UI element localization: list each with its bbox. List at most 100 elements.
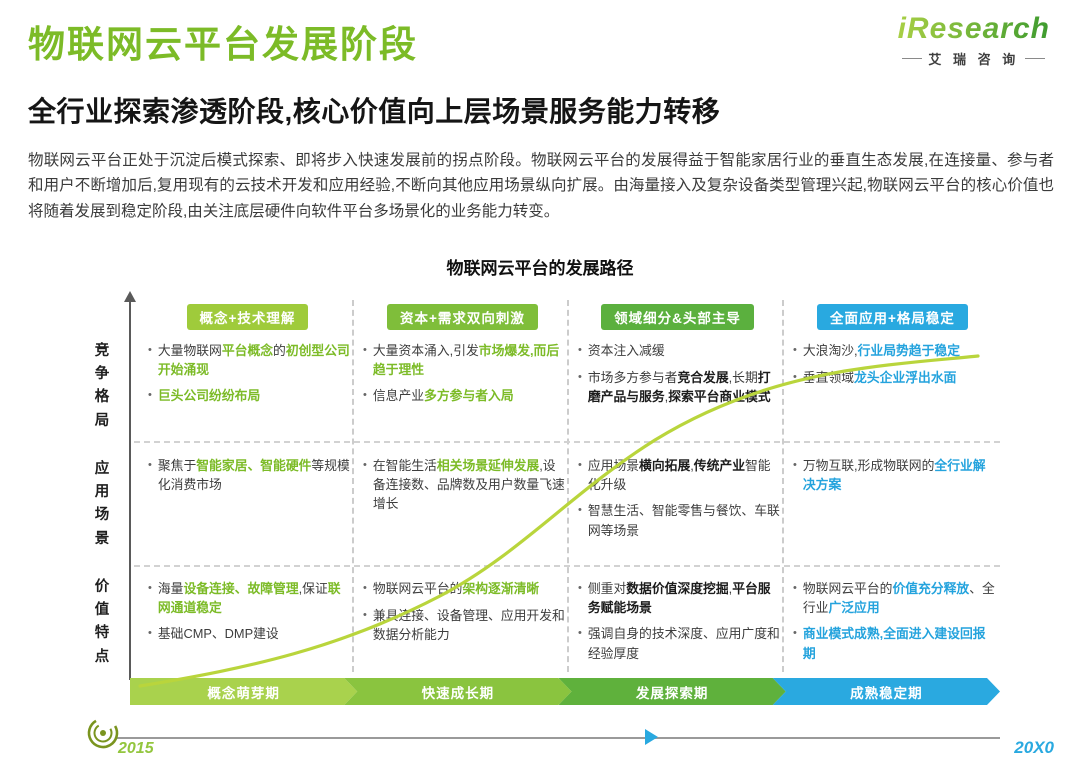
bullet-text: 侧重对数据价值深度挖掘,平台服务赋能场景 (587, 581, 771, 616)
stage-arrow-3: 发展探索期 (559, 678, 786, 705)
bullet-icon: • (363, 389, 367, 402)
row-label-value: 价值特点 (94, 579, 110, 665)
cell-stage4-scenarios: •万物互联,形成物联网的全行业解决方案 (793, 456, 995, 501)
bullet-item: • 大量资本涌入,引发市场爆发,而后趋于理性 (363, 341, 565, 379)
bullet-icon: • (578, 627, 582, 640)
bullet-icon: • (148, 344, 152, 356)
intro-paragraph: 物联网云平台正处于沉淀后模式探索、即将步入快速发展前的拐点阶段。物联网云平台的发… (28, 152, 1054, 220)
cell-stage3-competition: • 资本注入减缓 •市场多方参与者竞合发展,长期打磨产品与服务,探索平台商业模式 (578, 341, 780, 413)
bullet-text: 海量设备连接、故障管理,保证联网通道稳定 (157, 581, 341, 616)
bullet-text: 巨头公司纷纷布局 (157, 388, 261, 404)
diagram-title: 物联网云平台的发展路径 (446, 259, 634, 278)
bullet-text: 兼具连接、设备管理、应用开发和数据分析能力 (372, 607, 565, 642)
bullet-item: • 大量物联网平台概念的初创型公司开始涌现 (148, 341, 350, 379)
bullet-item: •市场多方参与者竞合发展,长期打磨产品与服务,探索平台商业模式 (578, 368, 780, 406)
bullet-item: • 应用场景横向拓展,传统产业智能化升级 (578, 456, 780, 494)
column-header-stage2: 资本+需求双向刺激 (355, 304, 570, 330)
iresearch-logo-text: iResearch (897, 12, 1050, 45)
bullet-item: • 兼具连接、设备管理、应用开发和数据分析能力 (363, 606, 565, 644)
bullet-text: 物联网云平台的价值充分释放、全行业广泛应用 (802, 581, 995, 616)
bullet-item: • 智慧生活、智能零售与餐饮、车联网等场景 (578, 501, 780, 539)
timeline-line (116, 737, 1000, 739)
bullet-item: • 资本注入减缓 (578, 341, 780, 361)
value-axis-line (129, 302, 131, 680)
bullet-item: • 大浪淘沙,行业局势趋于稳定 (793, 341, 995, 361)
bullet-item: • 巨头公司纷纷布局 (148, 386, 350, 406)
row-label-competition: 竞争格局 (94, 343, 110, 429)
cell-stage1-scenarios: • 聚焦于智能家居、智能硬件等规模化消费市场 (148, 456, 350, 501)
row-divider (134, 441, 1000, 443)
bullet-icon: • (363, 608, 367, 621)
bullet-text: 大量资本涌入,引发市场爆发,而后趋于理性 (372, 343, 560, 378)
bullet-text: 信息产业多方参与者入局 (372, 388, 514, 404)
bullet-item: • 基础CMP、DMP建设 (148, 624, 350, 644)
stage-arrow-1: 概念萌芽期 (130, 678, 357, 705)
play-arrow-icon (645, 729, 658, 745)
stage-arrow-2: 快速成长期 (344, 678, 571, 705)
cell-stage4-value: • 物联网云平台的价值充分释放、全行业广泛应用 • 商业模式成熟,全面进入建设回报期 (793, 579, 995, 670)
bullet-icon: • (578, 582, 582, 594)
timeline-year-end: 20X0 (1014, 738, 1054, 757)
column-header-badge: 领域细分&头部主导 (601, 304, 754, 330)
column-divider (567, 300, 569, 672)
bullet-icon: • (578, 459, 582, 471)
bullet-icon: • (363, 344, 367, 356)
iresearch-logo-subtitle-row: 艾 瑞 咨 询 (898, 49, 1050, 68)
bullet-text: 垂直领域龙头企业浮出水面 (802, 369, 957, 385)
column-header-badge: 概念+技术理解 (186, 304, 309, 330)
bullet-text: 大量物联网平台概念的初创型公司开始涌现 (157, 343, 350, 378)
row-label-scenarios: 应用场景 (94, 461, 110, 547)
row-divider (134, 565, 1000, 567)
cell-stage1-competition: • 大量物联网平台概念的初创型公司开始涌现 • 巨头公司纷纷布局 (148, 341, 350, 413)
bullet-text: 基础CMP、DMP建设 (157, 626, 279, 642)
cell-stage3-value: • 侧重对数据价值深度挖掘,平台服务赋能场景 • 强调自身的技术深度、应用广度和经验… (578, 579, 780, 670)
cell-stage1-value: •海量设备连接、故障管理,保证联网通道稳定 • 基础CMP、DMP建设 (148, 579, 350, 651)
spiral-icon (87, 719, 119, 749)
bullet-text: 聚焦于智能家居、智能硬件等规模化消费市场 (157, 458, 350, 493)
bullet-icon: • (793, 459, 797, 471)
bullet-item: • 侧重对数据价值深度挖掘,平台服务赋能场景 (578, 579, 780, 617)
bullet-item: •垂直领域龙头企业浮出水面 (793, 368, 995, 388)
bullet-item: • 聚焦于智能家居、智能硬件等规模化消费市场 (148, 456, 350, 494)
page-title: 物联网云平台发展阶段 (28, 24, 418, 65)
bullet-icon: • (148, 627, 152, 640)
bullet-text: 大浪淘沙,行业局势趋于稳定 (802, 343, 960, 358)
bullet-icon: • (363, 582, 367, 594)
bullet-text: 物联网云平台的架构逐渐清晰 (372, 581, 540, 596)
bullet-icon: • (793, 344, 797, 356)
bullet-text: 智慧生活、智能零售与餐饮、车联网等场景 (587, 503, 780, 538)
bullet-icon: • (148, 459, 152, 471)
column-header-stage4: 全面应用+格局稳定 (785, 304, 1000, 330)
column-header-badge: 全面应用+格局稳定 (817, 304, 968, 330)
iresearch-logo: iResearch 艾 瑞 咨 询 (898, 12, 1050, 68)
bullet-text: 强调自身的技术深度、应用广度和经验厚度 (587, 626, 780, 661)
bullet-icon: • (148, 389, 152, 402)
column-divider (782, 300, 784, 672)
bullet-icon: • (793, 582, 797, 594)
cell-stage2-competition: • 大量资本涌入,引发市场爆发,而后趋于理性 • 信息产业多方参与者入局 (363, 341, 565, 413)
bullet-icon: • (578, 344, 582, 356)
stage-arrow-band: 概念萌芽期 快速成长期 发展探索期 成熟稳定期 (130, 678, 1000, 705)
cell-stage2-scenarios: •在智能生活相关场景延伸发展,设备连接数、品牌数及用户数量飞速增长 (363, 456, 565, 521)
bullet-item: •海量设备连接、故障管理,保证联网通道稳定 (148, 579, 350, 617)
bullet-icon: • (578, 504, 582, 517)
bullet-item: • 商业模式成熟,全面进入建设回报期 (793, 624, 995, 662)
bullet-text: 在智能生活相关场景延伸发展,设备连接数、品牌数及用户数量飞速增长 (372, 458, 565, 512)
bullet-icon: • (578, 370, 582, 383)
iresearch-logo-chinese: 艾 瑞 咨 询 (928, 52, 1020, 67)
timeline-year-start: 2015 (118, 740, 154, 757)
cell-stage2-value: • 物联网云平台的架构逐渐清晰 • 兼具连接、设备管理、应用开发和数据分析能力 (363, 579, 565, 651)
bullet-text: 资本注入减缓 (587, 343, 665, 358)
bullet-item: • 物联网云平台的价值充分释放、全行业广泛应用 (793, 579, 995, 617)
bullet-icon: • (793, 627, 797, 640)
bullet-item: •在智能生活相关场景延伸发展,设备连接数、品牌数及用户数量飞速增长 (363, 456, 565, 514)
bullet-item: •万物互联,形成物联网的全行业解决方案 (793, 456, 995, 494)
column-header-stage1: 概念+技术理解 (140, 304, 355, 330)
stage-arrow-4: 成熟稳定期 (773, 678, 1000, 705)
bullet-text: 商业模式成熟,全面进入建设回报期 (802, 626, 986, 661)
page-subtitle: 全行业探索渗透阶段,核心价值向上层场景服务能力转移 (28, 96, 721, 127)
logo-divider-left (902, 58, 923, 59)
cell-stage3-scenarios: • 应用场景横向拓展,传统产业智能化升级 • 智慧生活、智能零售与餐饮、车联网等场景 (578, 456, 780, 547)
bullet-text: 应用场景横向拓展,传统产业智能化升级 (587, 458, 771, 493)
